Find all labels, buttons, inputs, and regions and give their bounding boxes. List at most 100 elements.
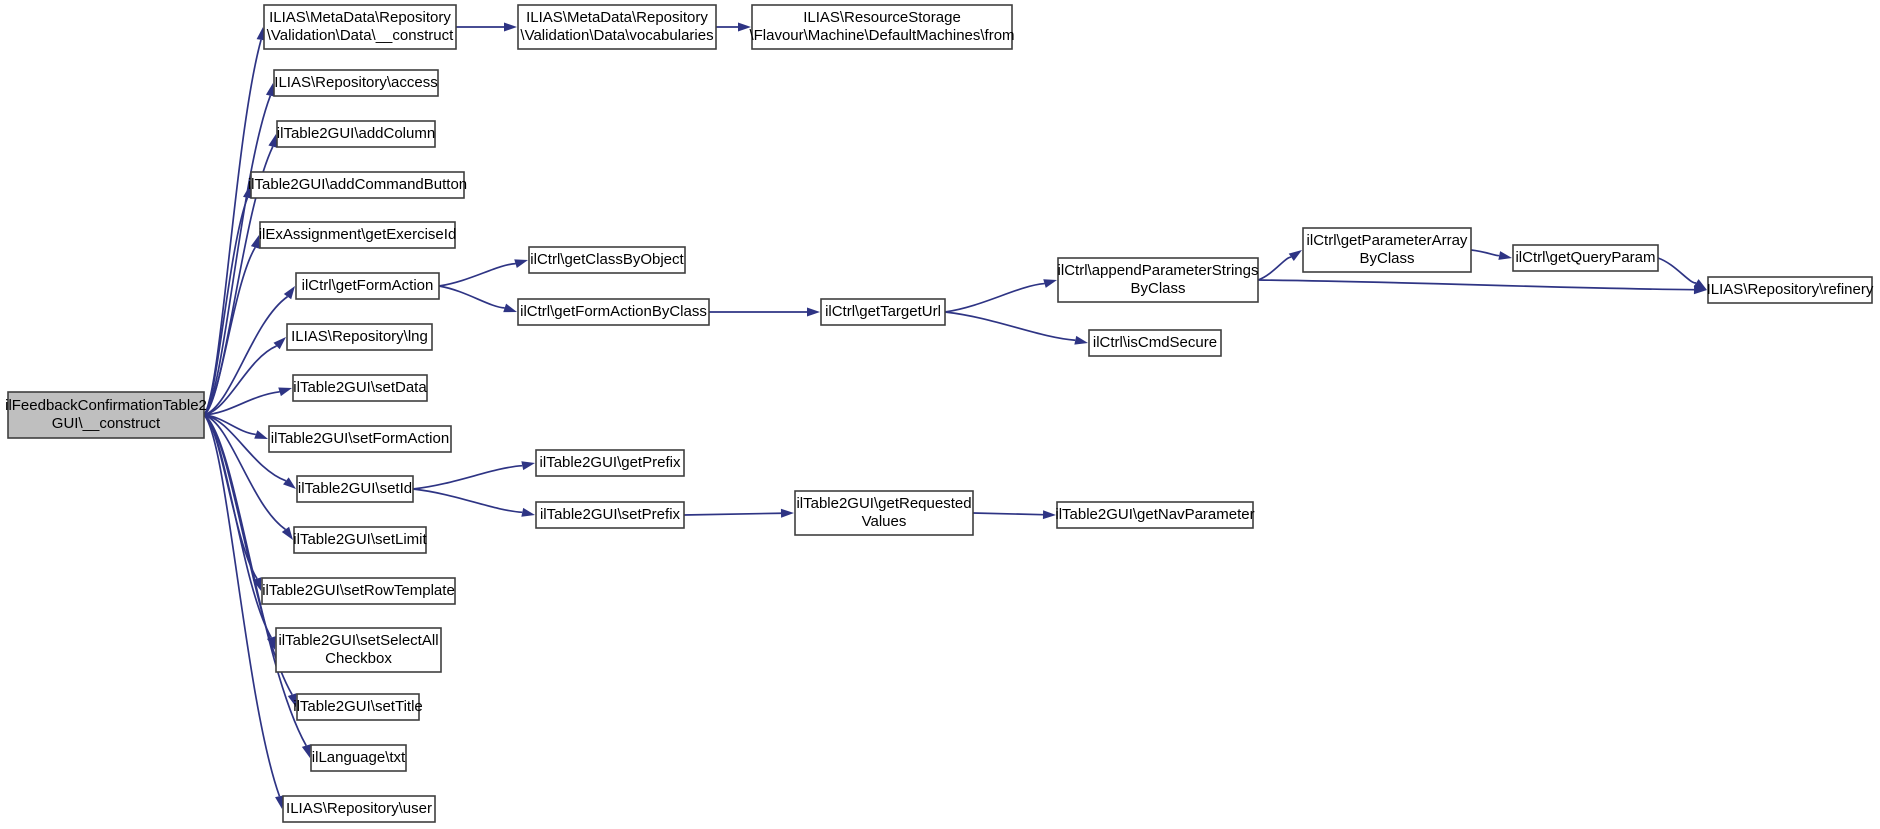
call-edge	[1257, 279, 1707, 295]
node-box[interactable]	[268, 425, 452, 453]
arrow-head-icon	[514, 259, 528, 268]
graph-node[interactable]: ilCtrl\getQueryParam	[1512, 244, 1659, 272]
node-box[interactable]	[282, 795, 436, 823]
node-label: ILIAS\Repository\user	[286, 800, 432, 817]
node-label: ILIAS\Repository\access	[274, 74, 437, 91]
graph-node[interactable]: ILIAS\Repository\access	[273, 69, 439, 97]
node-box[interactable]	[310, 744, 407, 772]
graph-node[interactable]: ilTable2GUI\setFormAction	[268, 425, 452, 453]
graph-node[interactable]: ilCtrl\isCmdSecure	[1088, 329, 1222, 357]
node-box[interactable]	[7, 391, 205, 439]
graph-node[interactable]: ILIAS\MetaData\Repository\Validation\Dat…	[517, 4, 717, 50]
graph-node[interactable]: ilTable2GUI\setData	[292, 374, 428, 402]
arrow-head-icon	[1043, 279, 1057, 288]
node-box[interactable]	[261, 577, 456, 605]
node-label: ilLanguage\txt	[312, 749, 406, 766]
graph-node[interactable]: ilTable2GUI\getPrefix	[535, 449, 685, 477]
node-box[interactable]	[528, 246, 686, 274]
graph-node[interactable]: ilCtrl\getTargetUrl	[820, 298, 946, 326]
arrow-head-icon	[738, 22, 751, 32]
node-label: ILIAS\MetaData\Repository\Validation\Dat…	[520, 9, 713, 44]
graph-node[interactable]: ILIAS\MetaData\Repository\Validation\Dat…	[263, 4, 457, 50]
graph-node[interactable]: ilTable2GUI\setId	[296, 475, 414, 503]
node-box[interactable]	[296, 475, 414, 503]
node-label: ILIAS\Repository\refinery	[1707, 281, 1874, 298]
node-box[interactable]	[286, 323, 433, 351]
node-box[interactable]	[293, 526, 427, 554]
graph-node[interactable]: ilTable2GUI\setRowTemplate	[261, 577, 456, 605]
arrow-head-icon	[281, 526, 293, 540]
node-box[interactable]	[1057, 257, 1259, 303]
arrow-head-icon	[503, 303, 517, 313]
node-box[interactable]	[1512, 244, 1659, 272]
node-box[interactable]	[1302, 227, 1472, 273]
node-box[interactable]	[517, 4, 717, 50]
arrow-head-icon	[521, 507, 535, 517]
graph-node[interactable]: ILIAS\Repository\user	[282, 795, 436, 823]
graph-node[interactable]: ilTable2GUI\getNavParameter	[1055, 501, 1255, 529]
node-box[interactable]	[250, 171, 465, 199]
arrow-head-icon	[283, 477, 296, 489]
graph-node[interactable]: ilCtrl\getFormActionByClass	[517, 298, 710, 326]
node-label: ilTable2GUI\addColumn	[277, 125, 435, 142]
call-edge	[709, 307, 820, 317]
arrow-head-icon	[254, 430, 268, 439]
graph-node[interactable]: ilLanguage\txt	[310, 744, 407, 772]
graph-node[interactable]: ILIAS\ResourceStorage\Flavour\Machine\De…	[749, 4, 1015, 50]
node-box[interactable]	[296, 693, 420, 721]
node-label: ilTable2GUI\setData	[293, 379, 427, 396]
node-box[interactable]	[1056, 501, 1254, 529]
node-box[interactable]	[273, 69, 439, 97]
node-box[interactable]	[517, 298, 710, 326]
node-box[interactable]	[259, 221, 456, 249]
graph-node[interactable]: ilTable2GUI\addColumn	[276, 120, 436, 148]
graph-node[interactable]: ilTable2GUI\setPrefix	[535, 501, 685, 529]
node-box[interactable]	[263, 4, 457, 50]
call-edge	[1470, 249, 1512, 260]
call-edge	[412, 488, 535, 517]
graph-node[interactable]: ILIAS\Repository\lng	[286, 323, 433, 351]
call-edge	[438, 259, 528, 287]
node-label: ilTable2GUI\setPrefix	[540, 506, 681, 523]
arrow-head-icon	[807, 307, 820, 317]
node-label: ilTable2GUI\setLimit	[293, 531, 427, 548]
node-box[interactable]	[751, 4, 1013, 50]
node-box[interactable]	[820, 298, 946, 326]
node-box[interactable]	[535, 501, 685, 529]
graph-node[interactable]: ilTable2GUI\addCommandButton	[248, 171, 467, 199]
node-box[interactable]	[535, 449, 685, 477]
graph-node[interactable]: ilTable2GUI\setTitle	[293, 693, 423, 721]
call-edge	[972, 510, 1056, 520]
arrow-head-icon	[301, 744, 311, 758]
call-edge	[203, 414, 284, 809]
graph-node[interactable]: ilExAssignment\getExerciseId	[259, 221, 457, 249]
graph-node[interactable]: ILIAS\Repository\refinery	[1707, 276, 1874, 304]
call-edge	[716, 22, 751, 32]
arrow-head-icon	[243, 185, 252, 199]
arrow-head-icon	[287, 693, 297, 707]
arrow-head-icon	[1074, 335, 1088, 345]
node-label: ILIAS\ResourceStorage\Flavour\Machine\De…	[749, 9, 1014, 44]
node-box[interactable]	[794, 490, 974, 536]
graph-node[interactable]: ilTable2GUI\setLimit	[293, 526, 428, 554]
node-box[interactable]	[295, 272, 440, 300]
node-label: ILIAS\MetaData\Repository\Validation\Dat…	[267, 9, 454, 44]
edges-layer	[203, 22, 1707, 809]
arrow-head-icon	[1288, 250, 1302, 262]
arrow-head-icon	[273, 337, 286, 350]
node-box[interactable]	[292, 374, 428, 402]
node-box[interactable]	[1707, 276, 1873, 304]
call-edge	[1657, 257, 1707, 290]
node-box[interactable]	[1088, 329, 1222, 357]
node-label: ilTable2GUI\setTitle	[293, 698, 423, 715]
node-box[interactable]	[276, 120, 436, 148]
node-box[interactable]	[275, 627, 442, 673]
graph-node[interactable]: ilCtrl\getFormAction	[295, 272, 440, 300]
graph-node[interactable]: ilCtrl\getClassByObject	[528, 246, 686, 274]
